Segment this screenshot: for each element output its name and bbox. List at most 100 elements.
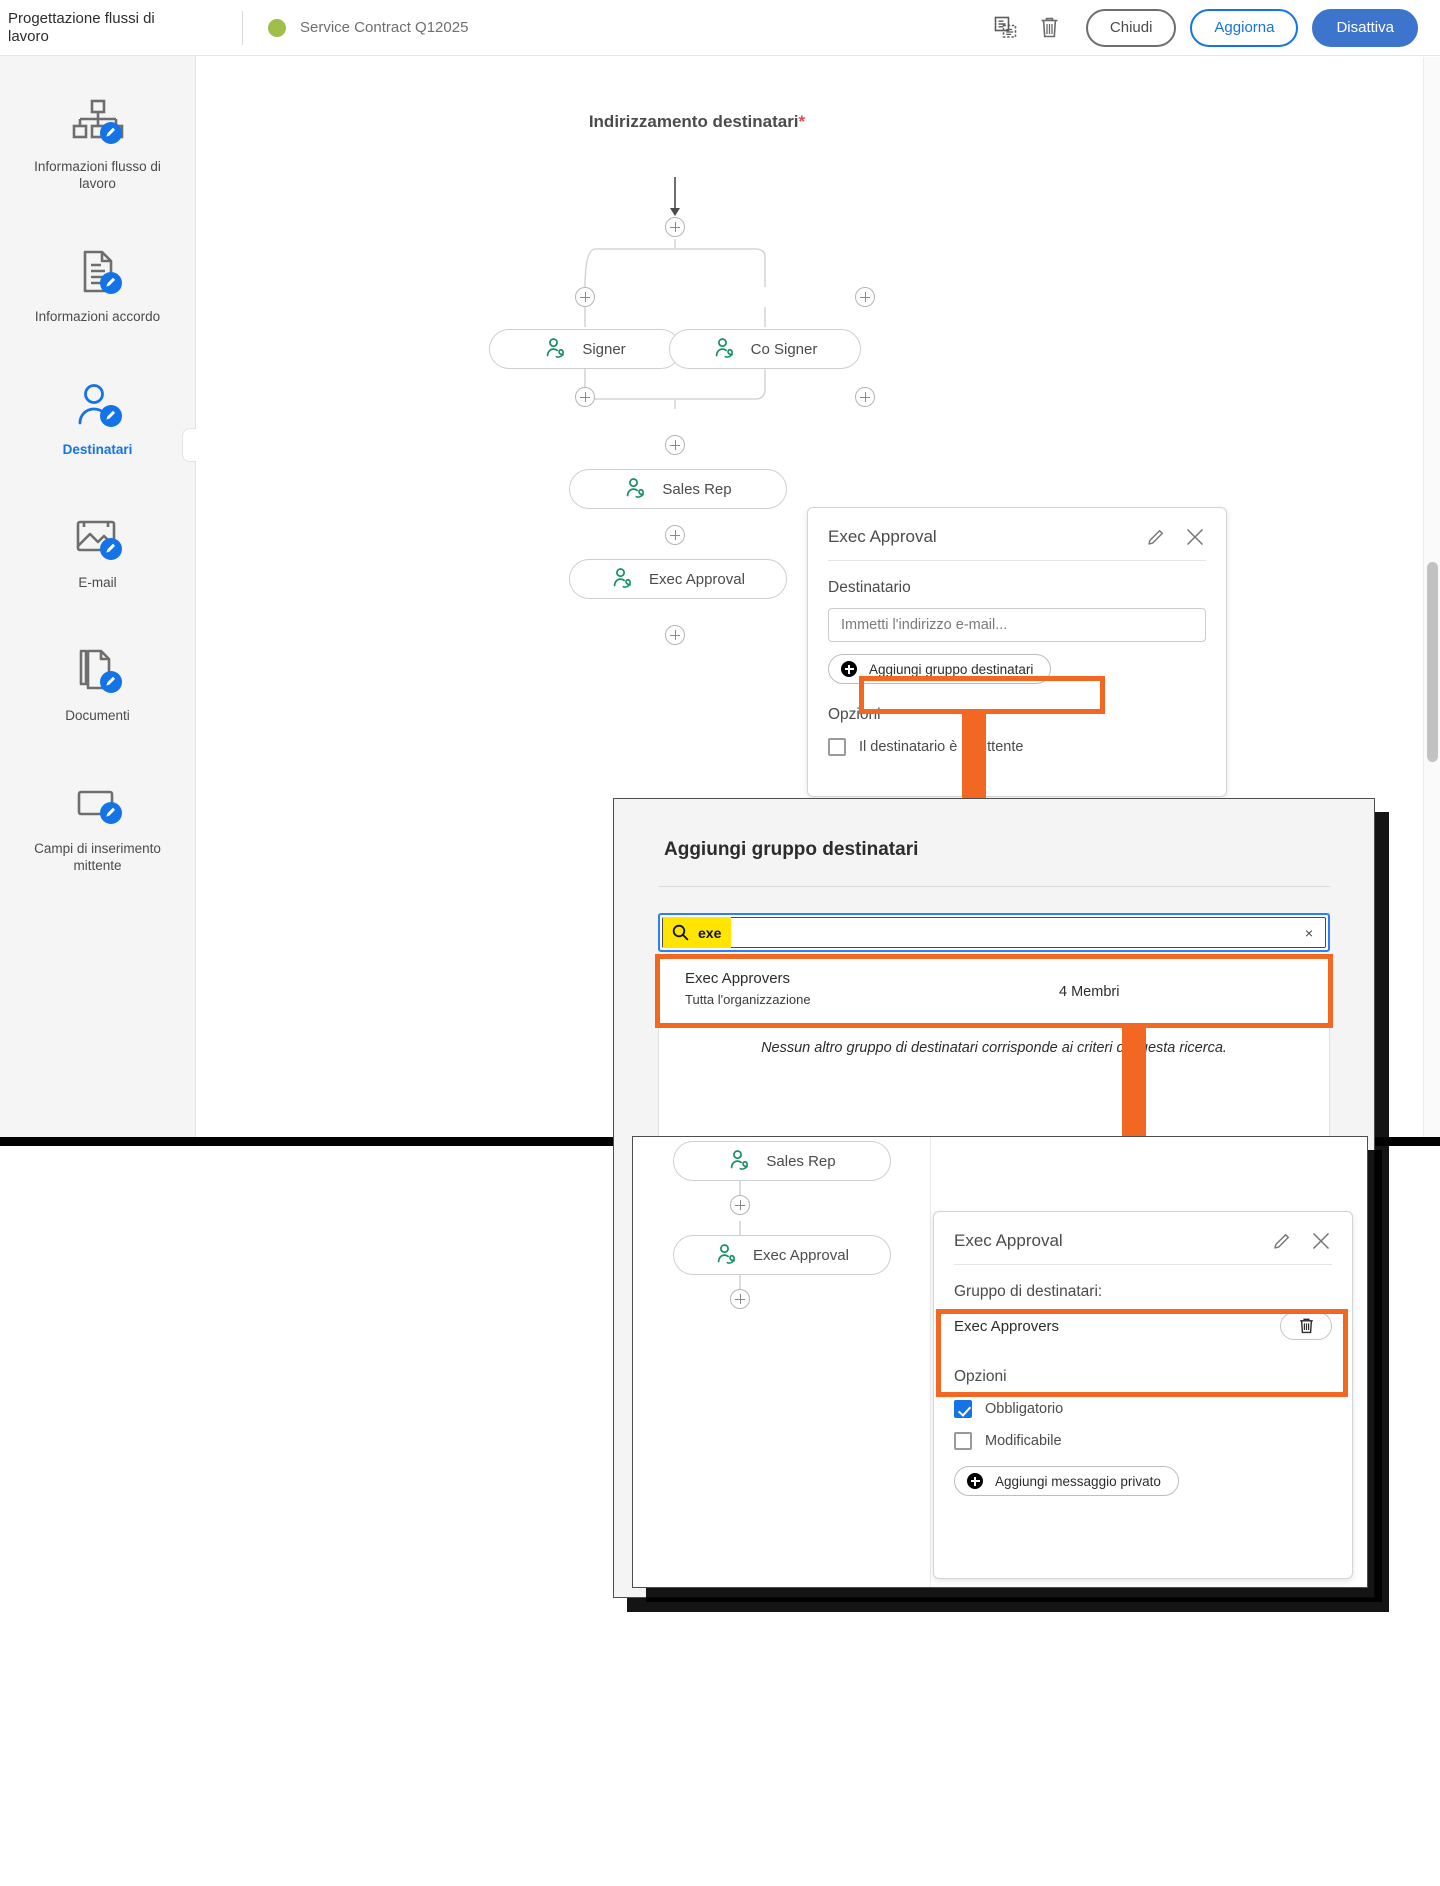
rail-active-caret — [182, 428, 196, 462]
sidebar-item-label: Informazioni accordo — [34, 309, 161, 324]
mandatory-checkbox[interactable] — [954, 1400, 972, 1418]
workflow-node-exec-approval[interactable]: Exec Approval — [673, 1235, 891, 1275]
option-label: Obbligatorio — [985, 1401, 1064, 1417]
recipient-group-name: Exec Approvers — [954, 1317, 1060, 1335]
sidebar-item-informazioni-flusso-di-lavoro[interactable]: Informazioni flusso di lavoro — [0, 82, 195, 210]
plus-icon — [967, 1473, 983, 1489]
add-step-plus-icon[interactable] — [575, 287, 595, 307]
add-step-plus-icon[interactable] — [665, 525, 685, 545]
sidebar-item-label: Destinatari — [62, 442, 133, 457]
plus-icon — [841, 661, 857, 677]
result-state-panel: Sales Rep Exec Approval Exec Approval — [632, 1136, 1368, 1588]
workflow-node-sales-rep[interactable]: Sales Rep — [673, 1141, 891, 1181]
email-field[interactable]: Immetti l'indirizzo e-mail... — [828, 608, 1206, 642]
search-input[interactable]: exe × — [662, 917, 1326, 948]
add-step-plus-icon[interactable] — [665, 435, 685, 455]
option-row[interactable]: Modificabile — [954, 1432, 1332, 1450]
remove-recipient-group-button[interactable] — [1280, 1312, 1332, 1340]
detail-panel-header: Exec Approval — [808, 508, 1226, 560]
documents-icon — [70, 647, 126, 697]
detail-panel-body: Gruppo di destinatari: Exec Approvers — [934, 1265, 1352, 1512]
duplicate-icon[interactable] — [984, 8, 1028, 48]
sidebar-item-documenti[interactable]: Documenti — [0, 631, 195, 742]
toolbar-actions: Chiudi Aggiorna Disattiva — [984, 8, 1440, 48]
editable-checkbox[interactable] — [954, 1432, 972, 1450]
option-label: Modificabile — [985, 1433, 1062, 1449]
canvas-title-text: Indirizzamento destinatari — [588, 112, 799, 131]
signer-icon — [728, 1149, 752, 1173]
add-step-plus-icon[interactable] — [855, 287, 875, 307]
add-recipient-group-label: Aggiungi gruppo destinatari — [869, 661, 1034, 677]
workflow-flow: Signer Co Signer — [197, 57, 1197, 645]
result-panel-canvas: Sales Rep Exec Approval Exec Approval — [633, 1137, 1367, 1587]
trash-icon — [1298, 1317, 1315, 1335]
close-button[interactable]: Chiudi — [1085, 8, 1177, 47]
group-name: Exec Approvers — [685, 970, 791, 987]
workflow-node-signer[interactable]: Signer — [489, 329, 681, 369]
workflow-node-co-signer[interactable]: Co Signer — [669, 329, 861, 369]
update-button[interactable]: Aggiorna — [1190, 8, 1299, 47]
no-more-results-message: Nessun altro gruppo di destinatari corri… — [761, 1040, 1227, 1056]
detail-panel-title: Exec Approval — [828, 527, 937, 546]
clear-search-icon[interactable]: × — [1304, 924, 1313, 941]
modal-divider — [658, 886, 1330, 887]
document-name: Service Contract Q12025 — [300, 19, 469, 36]
signer-icon — [624, 477, 648, 501]
sidebar-item-destinatari[interactable]: Destinatari — [0, 365, 195, 476]
detail-panel-header: Exec Approval — [934, 1212, 1352, 1264]
search-input-wrapper[interactable]: exe × — [658, 913, 1330, 952]
recipient-is-sender-checkbox[interactable] — [828, 738, 846, 756]
required-marker: * — [798, 112, 806, 131]
options-label: Opzioni — [954, 1368, 1007, 1385]
sidebar-item-label: Campi di inserimento mittente — [34, 841, 161, 873]
workflow-node-exec-approval[interactable]: Exec Approval — [569, 559, 787, 599]
email-icon — [70, 514, 126, 564]
deactivate-button[interactable]: Disattiva — [1312, 8, 1418, 47]
close-icon[interactable] — [1184, 526, 1206, 548]
sidebar-item-label: E-mail — [78, 575, 117, 590]
pencil-icon[interactable] — [1272, 1231, 1292, 1251]
pencil-icon[interactable] — [1146, 527, 1166, 547]
option-row[interactable]: Obbligatorio — [954, 1400, 1332, 1418]
signer-icon — [611, 567, 635, 591]
option-label: Il destinatario è il mittente — [859, 739, 1024, 755]
search-icon — [672, 924, 689, 941]
trash-icon[interactable] — [1028, 8, 1072, 48]
workflow-node-label: Exec Approval — [649, 570, 745, 588]
result-panel-separator — [930, 1137, 931, 1587]
add-step-plus-icon[interactable] — [665, 217, 685, 237]
detail-panel-header-actions — [1146, 526, 1206, 548]
recipient-group-row: Exec Approvers — [954, 1312, 1332, 1340]
option-row[interactable]: Il destinatario è il mittente — [828, 738, 1206, 756]
recipients-icon — [70, 381, 126, 431]
add-step-plus-icon[interactable] — [730, 1195, 750, 1215]
app-title: Progettazione flussi di lavoro — [8, 9, 155, 45]
add-private-message-button[interactable]: Aggiungi messaggio privato — [954, 1466, 1179, 1496]
sidebar-item-email[interactable]: E-mail — [0, 498, 195, 609]
add-step-plus-icon[interactable] — [665, 625, 685, 645]
vertical-scrollbar-track[interactable] — [1423, 57, 1440, 1137]
detail-panel-divider — [954, 1264, 1332, 1265]
add-step-plus-icon[interactable] — [855, 387, 875, 407]
recipient-group-result-row[interactable]: Exec Approvers Tutta l'organizzazione 4 … — [659, 958, 1329, 1022]
recipient-group-label: Gruppo di destinatari: — [954, 1283, 1103, 1300]
left-sidebar: Informazioni flusso di lavoro Informazio… — [0, 56, 196, 1137]
add-step-plus-icon[interactable] — [575, 387, 595, 407]
sidebar-item-campi-di-inserimento-mittente[interactable]: Campi di inserimento mittente — [0, 764, 195, 892]
add-recipient-group-button[interactable]: Aggiungi gruppo destinatari — [828, 654, 1052, 684]
close-icon[interactable] — [1310, 1230, 1332, 1252]
workflow-node-label: Sales Rep — [766, 1152, 836, 1170]
options-label: Opzioni — [828, 706, 881, 723]
detail-panel-header-actions — [1272, 1230, 1332, 1252]
sender-input-fields-icon — [70, 780, 126, 830]
workflow-node-label: Exec Approval — [753, 1246, 849, 1264]
group-scope: Tutta l'organizzazione — [685, 992, 811, 1007]
vertical-scrollbar-thumb[interactable] — [1427, 562, 1438, 762]
detail-panel-title: Exec Approval — [954, 1231, 1063, 1250]
sidebar-item-informazioni-accordo[interactable]: Informazioni accordo — [0, 232, 195, 343]
workflow-node-sales-rep[interactable]: Sales Rep — [569, 469, 787, 509]
add-step-plus-icon[interactable] — [730, 1289, 750, 1309]
workflow-node-label: Signer — [582, 340, 626, 358]
search-query-text: exe — [698, 924, 722, 941]
